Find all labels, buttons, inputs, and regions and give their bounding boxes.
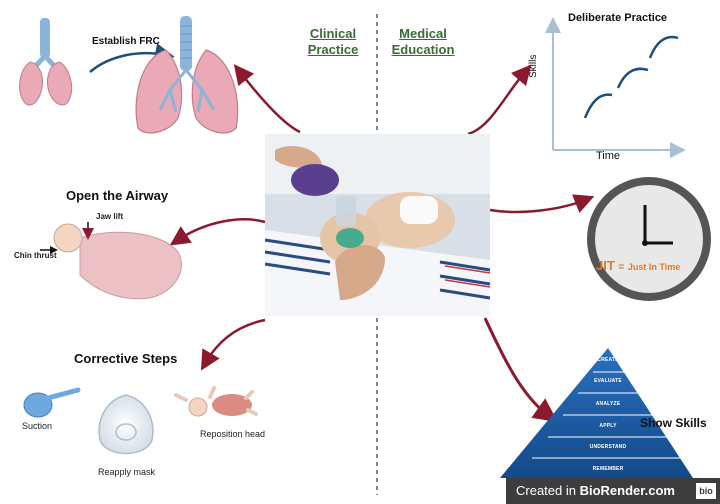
jit-label: JIT = Just In Time — [596, 258, 680, 273]
arrow-to-airway — [169, 218, 266, 246]
practice-chart — [545, 17, 686, 158]
medical-education-heading: Medical Education — [384, 26, 462, 58]
blooms-pyramid — [500, 348, 693, 478]
open-airway-title: Open the Airway — [66, 188, 169, 203]
reposition-infant-figure — [174, 386, 258, 417]
time-axis-label: Time — [596, 150, 621, 162]
arrow-to-corrective — [200, 318, 266, 371]
skills-axis-label: Skills — [528, 54, 539, 78]
suction-bulb-icon — [23, 387, 81, 418]
pyramid-level-remember: REMEMBER — [592, 466, 624, 472]
education-line2: Education — [391, 42, 455, 57]
jaw-lift-label: Jaw lift — [96, 212, 124, 221]
lungs-small-icon — [19, 18, 73, 106]
biorender-badge: bio — [696, 483, 716, 499]
face-mask-icon — [98, 394, 154, 455]
jit-equals: = — [618, 262, 625, 273]
deliberate-practice-title: Deliberate Practice — [568, 12, 668, 24]
arrow-to-pyramid — [483, 317, 558, 422]
clock-icon — [587, 177, 711, 301]
pyramid-level-understand: UNDERSTAND — [589, 444, 627, 450]
clinical-line2: Practice — [307, 42, 359, 57]
reapply-mask-label: Reapply mask — [98, 467, 156, 477]
pyramid-level-evaluate: EVALUATE — [594, 378, 622, 384]
neonatal-resuscitation-photo — [264, 134, 491, 316]
arrow-to-practice — [467, 64, 532, 136]
reposition-head-label: Reposition head — [200, 429, 266, 439]
pyramid-level-analyze: ANALYZE — [595, 401, 621, 407]
lungs-large-icon — [135, 16, 239, 134]
clinical-line1: Clinical — [309, 26, 357, 41]
footer-brand: BioRender.com — [579, 483, 675, 498]
jit-acronym: JIT — [596, 258, 615, 273]
arrow-to-lungs — [233, 64, 301, 134]
jit-meaning: Just In Time — [627, 262, 681, 272]
biorender-footer[interactable]: Created in BioRender.com bio — [506, 478, 720, 504]
practice-curve-2 — [616, 67, 649, 89]
pyramid-level-create: CREATE — [597, 357, 619, 363]
establish-frc-label: Establish FRC — [92, 36, 160, 47]
education-line1: Medical — [399, 26, 447, 41]
clinical-practice-heading: Clinical Practice — [300, 26, 366, 58]
airway-infant-figure — [40, 222, 182, 300]
chin-thrust-label: Chin thrust — [14, 251, 57, 260]
arrow-to-clock — [489, 194, 595, 214]
show-skills-title: Show Skills — [640, 416, 707, 430]
practice-curve-3 — [648, 35, 679, 59]
practice-curve-1 — [583, 93, 613, 119]
pyramid-level-apply: APPLY — [599, 423, 617, 429]
footer-prefix: Created in — [516, 483, 580, 498]
corrective-steps-title: Corrective Steps — [74, 351, 178, 366]
suction-label: Suction — [22, 421, 53, 431]
